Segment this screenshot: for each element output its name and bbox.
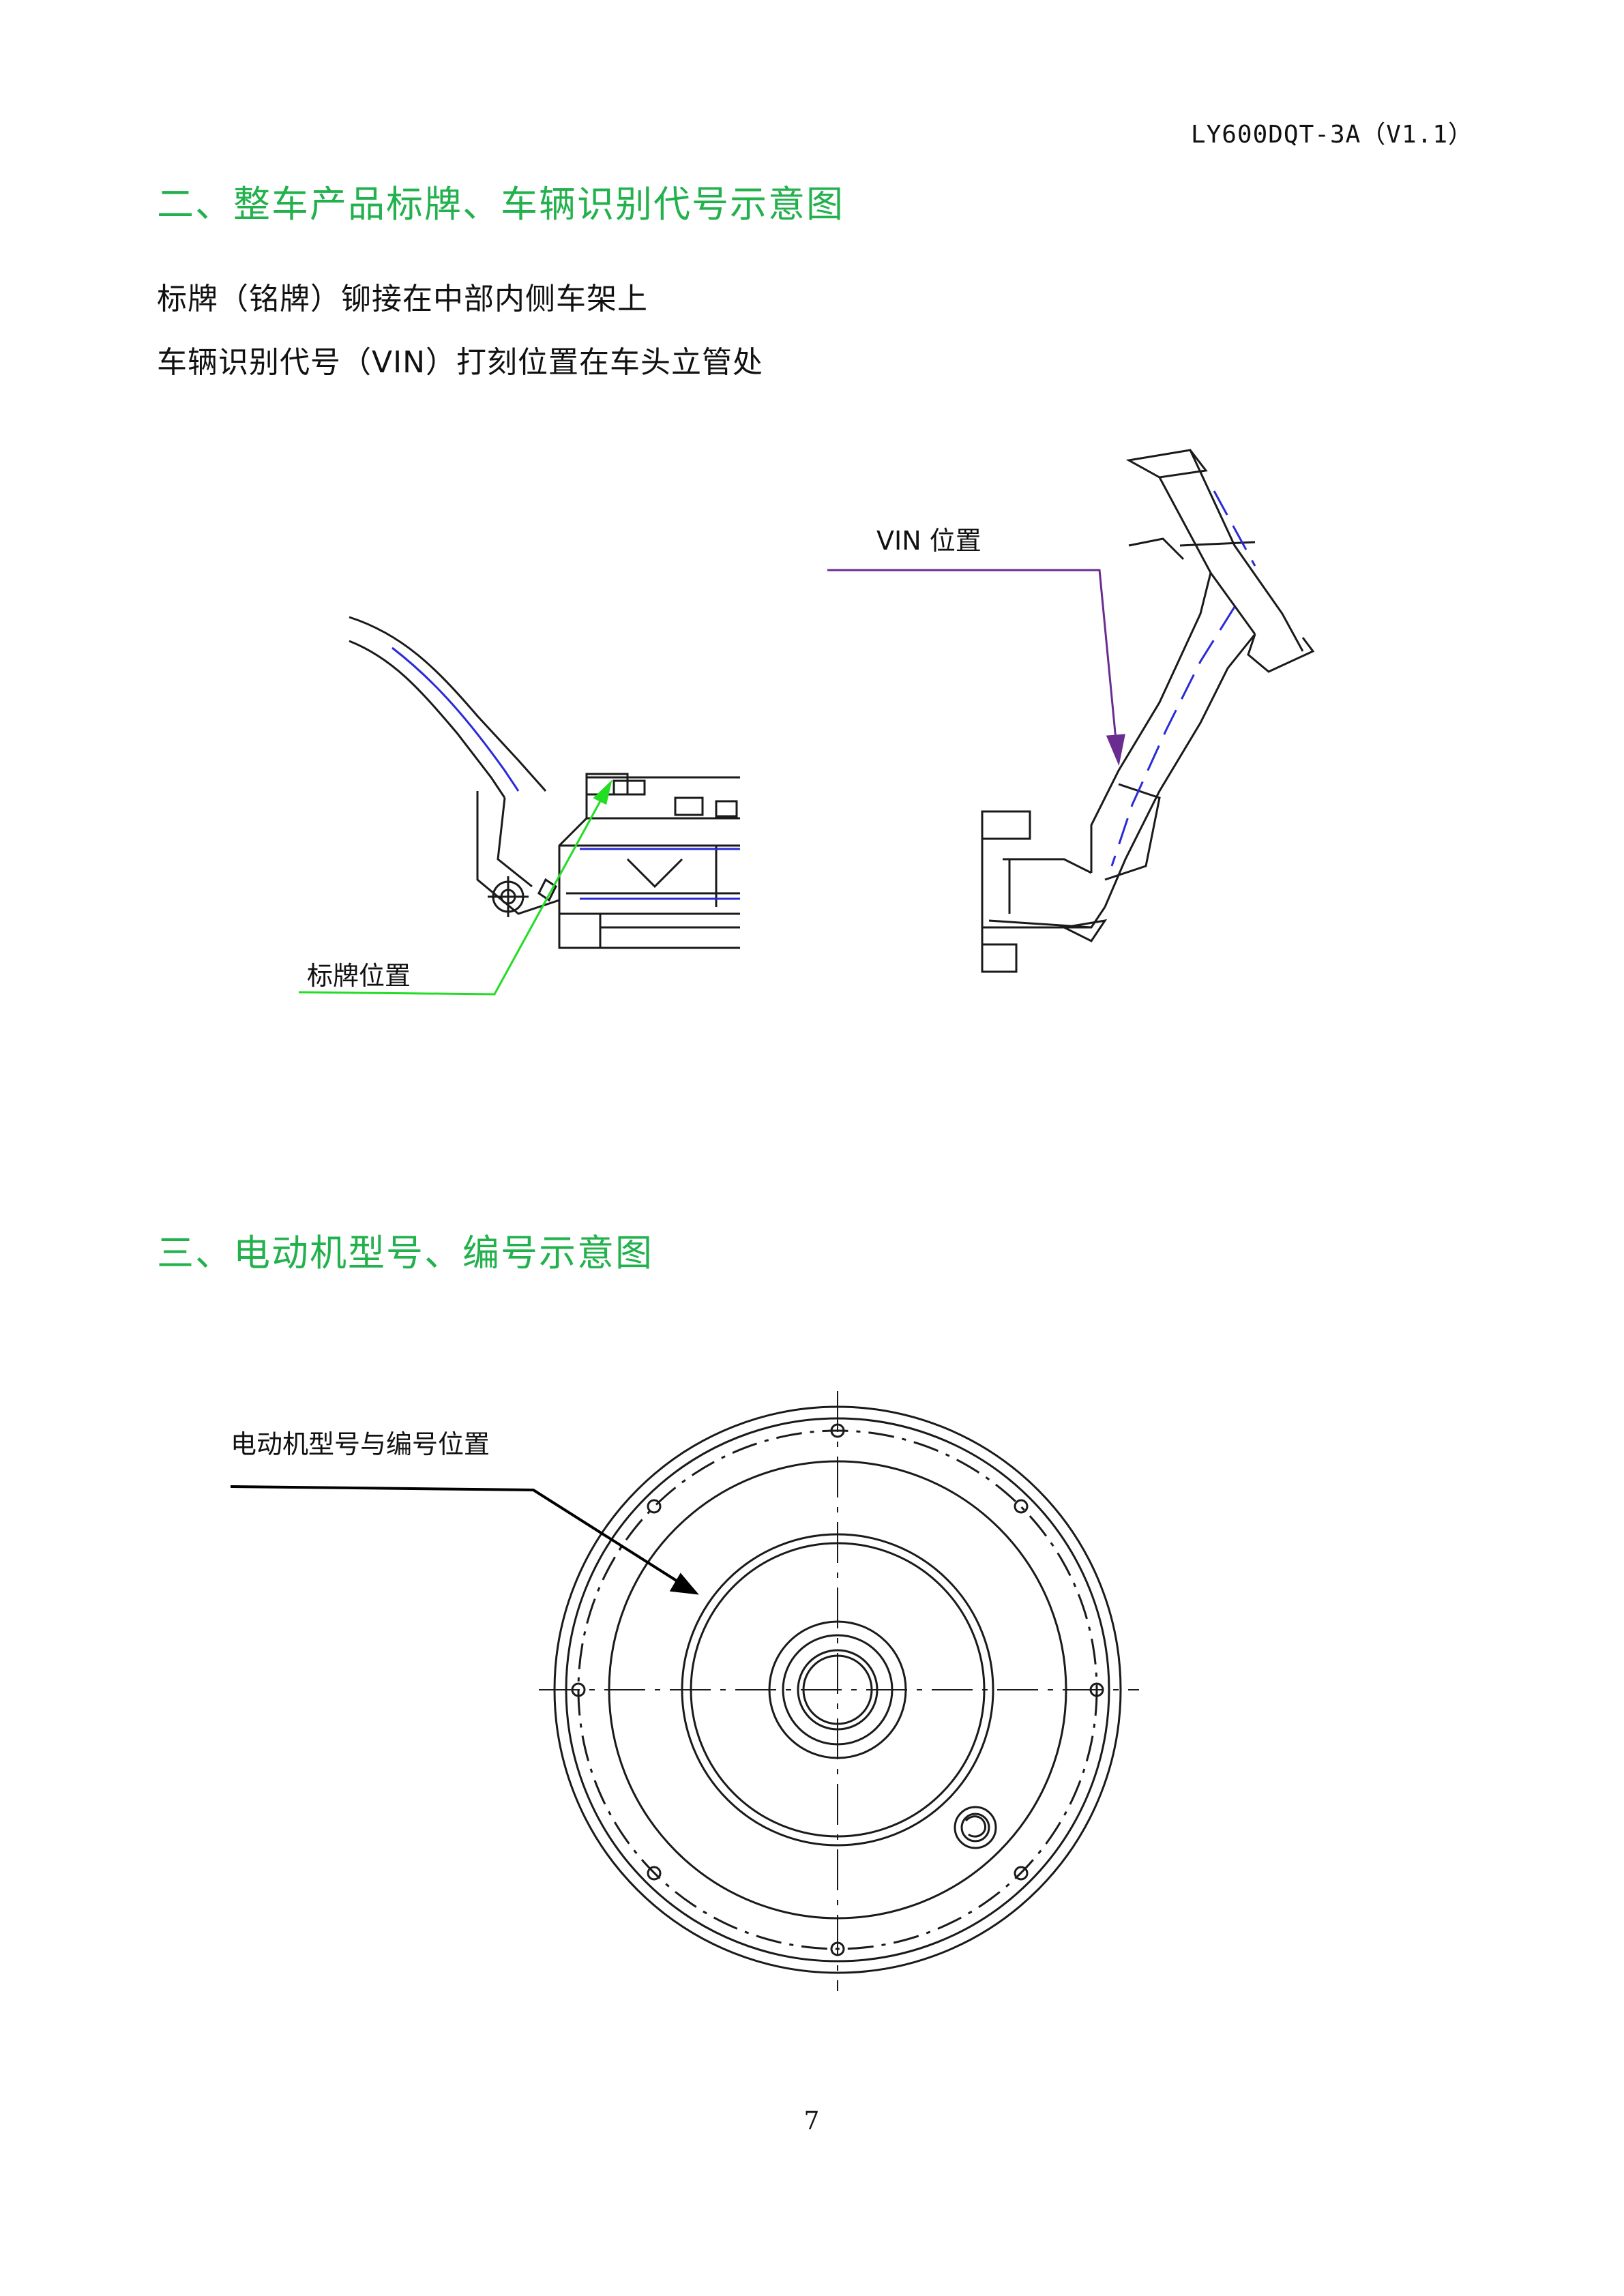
document-code: LY600DQT-3A（V1.1） [1190,121,1473,149]
middle-frame-drawing [349,616,740,949]
section-3-title: 三、电动机型号、编号示意图 [157,1232,653,1274]
page-number: 7 [803,2107,820,2135]
motor-leader [230,1485,699,1595]
motor-number-position-label: 电动机型号与编号位置 [231,1429,490,1459]
vin-position-label: VIN 位置 [876,526,981,556]
head-tube-drawing [981,449,1315,973]
middle-frame-centerline [392,646,740,900]
vin-leader [827,569,1125,766]
vin-description: 车辆识别代号（VIN）打刻位置在车头立管处 [157,345,763,380]
frame-drawing [298,449,1315,996]
motor-centerlines [539,1391,1139,1991]
nameplate-leader [298,779,612,996]
section-2-title: 二、整车产品标牌、车辆识别代号示意图 [157,183,844,226]
motor-logo-icon [954,1806,997,1849]
head-tube-centerline [1110,490,1256,867]
nameplate-position-label: 标牌位置 [307,961,411,991]
nameplate-description: 标牌（铭牌）铆接在中部内侧车架上 [157,282,648,316]
bolt-holes [571,1423,1104,1956]
